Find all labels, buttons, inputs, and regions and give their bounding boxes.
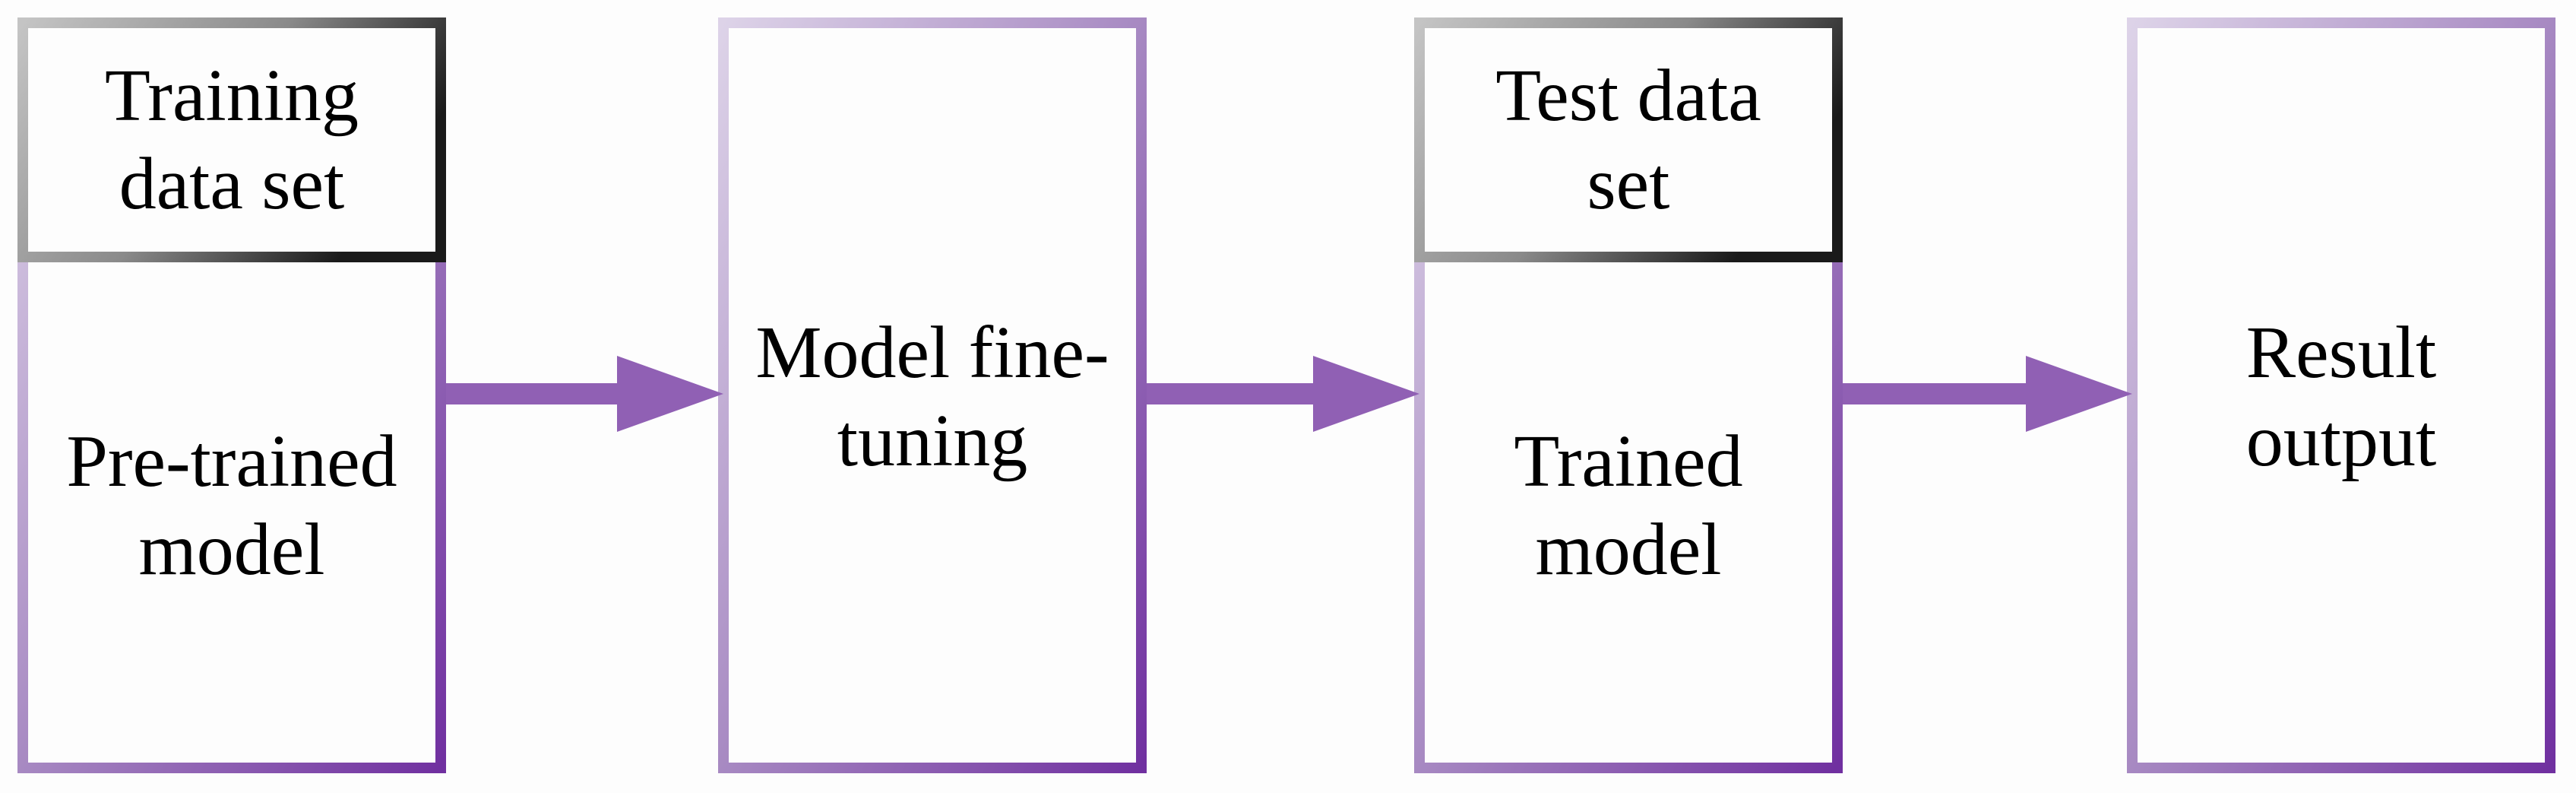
stage-1-header-box xyxy=(17,17,446,262)
stage-3-header-box xyxy=(1414,17,1843,262)
stage-2-box xyxy=(718,17,1147,773)
stage-4-box xyxy=(2127,17,2555,773)
arrow-1-2 xyxy=(446,356,723,432)
arrow-3-4 xyxy=(1843,356,2132,432)
arrow-2-3 xyxy=(1147,356,1419,432)
